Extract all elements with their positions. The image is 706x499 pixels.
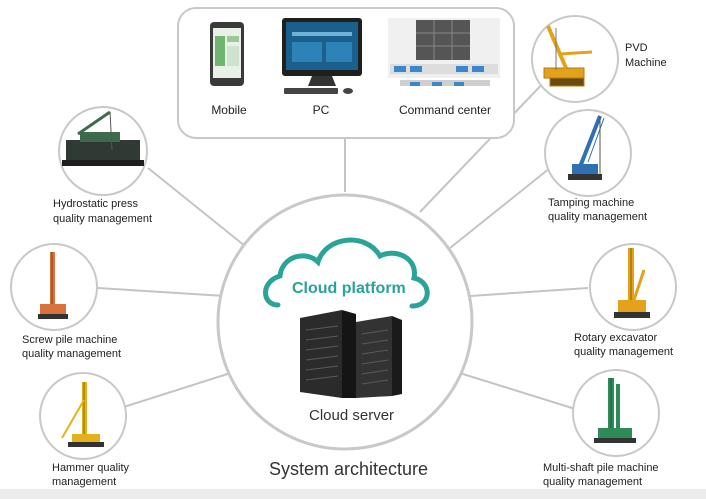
rotary-excavator-icon: [614, 248, 650, 318]
hammer-pile-driver-icon: [61, 382, 104, 447]
connector-hammer: [107, 369, 241, 413]
connector-pvd: [419, 77, 549, 213]
node-label-multishaft-line2: quality management: [543, 476, 643, 488]
server-rack-icon: [300, 310, 402, 398]
mobile-phone-icon: [210, 22, 244, 86]
screw-pile-machine-icon: [38, 252, 68, 319]
multi-shaft-pile-machine-icon: [594, 378, 636, 443]
node-label-pvd-line2: Machine: [625, 57, 667, 69]
node-label-pvd-line1: PVD: [625, 42, 648, 54]
connector-screw: [97, 287, 226, 297]
connector-hydrostatic: [147, 167, 251, 251]
diagram-caption: System architecture: [269, 459, 429, 479]
node-label-hammer-line2: management: [52, 476, 117, 488]
node-circle-pvd: [531, 15, 619, 103]
connector-lines: [97, 77, 589, 413]
node-label-hydrostatic-line1: Hydrostatic press: [53, 198, 138, 210]
node-label-hydrostatic-line2: quality management: [53, 213, 153, 225]
pvd-machine-icon: [543, 25, 593, 87]
hydrostatic-press-icon: [62, 110, 144, 166]
node-circle-tamping: [544, 109, 632, 197]
node-label-tamping-line1: Tamping machine: [548, 197, 635, 209]
node-label-screw-line2: quality management: [22, 348, 122, 360]
node-label-screw-line1: Screw pile machine: [22, 334, 118, 346]
node-label-rotary-line1: Rotary excavator: [574, 332, 658, 344]
device-label-command-center: Command center: [398, 103, 492, 117]
node-label-hammer-line1: Hammer quality: [52, 462, 130, 474]
connector-rotary: [469, 287, 589, 297]
connector-tamping: [449, 167, 551, 249]
cloud-platform-label: Cloud platform: [292, 280, 406, 297]
device-label-pc: PC: [312, 103, 330, 117]
cloud-server-label: Cloud server: [309, 407, 395, 424]
node-label-tamping-line2: quality management: [548, 211, 648, 223]
device-label-mobile: Mobile: [211, 103, 247, 117]
bottom-strip: [0, 489, 706, 499]
node-label-multishaft-line1: Multi-shaft pile machine: [543, 462, 659, 474]
connector-multishaft: [449, 369, 586, 413]
tamping-machine-icon: [568, 115, 605, 180]
cloud-icon: [263, 237, 430, 309]
node-label-rotary-line2: quality management: [574, 346, 674, 358]
command-center-icon: [388, 18, 500, 86]
desktop-pc-icon: [282, 18, 362, 94]
